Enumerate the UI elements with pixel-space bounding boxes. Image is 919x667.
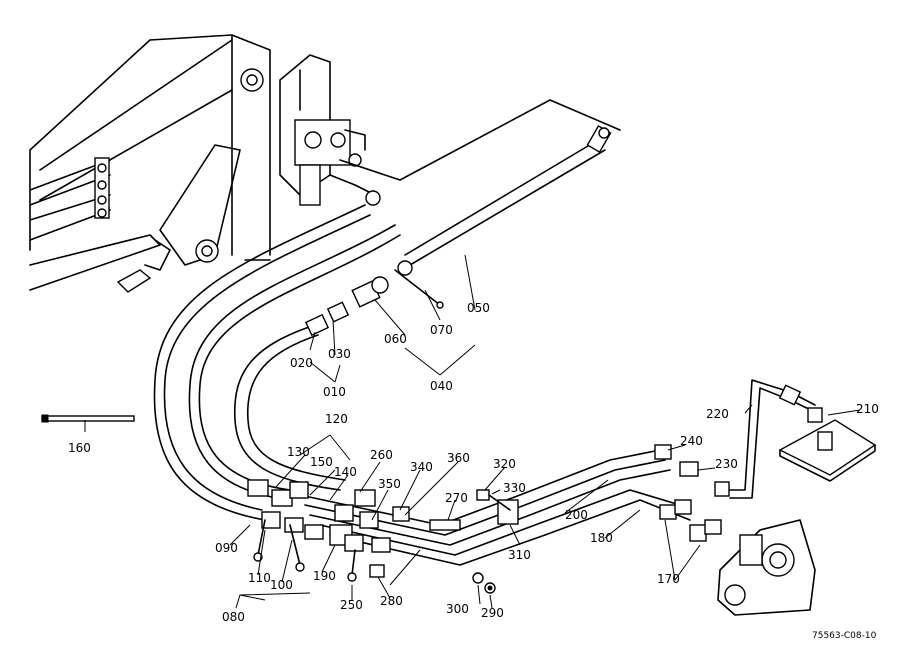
fitting-030 [326, 301, 350, 323]
loader-frame [29, 34, 271, 293]
nut-300 [472, 572, 484, 584]
washer-290 [484, 582, 496, 594]
label-030: 030 [328, 347, 351, 361]
label-340: 340 [410, 460, 433, 474]
label-010: 010 [323, 385, 346, 399]
label-170: 170 [657, 572, 680, 586]
bolt-330 [476, 489, 511, 511]
label-190: 190 [313, 569, 336, 583]
label-260: 260 [370, 448, 393, 462]
label-330: 330 [503, 481, 526, 495]
figure-code: 75563-C08-10 [812, 631, 877, 641]
label-070: 070 [430, 323, 453, 337]
fitting-060 [351, 276, 389, 308]
label-290: 290 [481, 606, 504, 620]
tube-bundle [299, 449, 691, 566]
label-110: 110 [248, 571, 271, 585]
strap-160 [41, 414, 135, 423]
label-050: 050 [467, 301, 490, 315]
label-220: 220 [706, 407, 729, 421]
label-160: 160 [68, 441, 91, 455]
label-080: 080 [222, 610, 245, 624]
label-270: 270 [445, 491, 468, 505]
label-300: 300 [446, 602, 469, 616]
fitting-070 [394, 260, 444, 309]
part-210 [778, 419, 877, 482]
hose-050 [404, 125, 612, 266]
label-180: 180 [590, 531, 613, 545]
hose-080 [188, 224, 401, 501]
label-240: 240 [680, 434, 703, 448]
label-090: 090 [215, 541, 238, 555]
label-210: 210 [856, 402, 879, 416]
callout-labels: 020 030 010 060 070 050 040 160 120 130 … [68, 301, 879, 641]
hose-010 [233, 324, 346, 491]
label-350: 350 [378, 477, 401, 491]
hose-090 [153, 204, 371, 521]
control-valve [279, 54, 621, 206]
label-040: 040 [430, 379, 453, 393]
fitting-cluster [247, 479, 410, 582]
hydraulic-pump [717, 519, 816, 616]
label-250: 250 [340, 598, 363, 612]
label-020: 020 [290, 356, 313, 370]
label-230: 230 [715, 457, 738, 471]
label-280: 280 [380, 594, 403, 608]
label-100: 100 [270, 578, 293, 592]
pipe-220 [719, 379, 823, 499]
fitting-020 [304, 313, 330, 337]
label-360: 360 [447, 451, 470, 465]
label-320: 320 [493, 457, 516, 471]
label-130: 130 [287, 445, 310, 459]
label-310: 310 [508, 548, 531, 562]
label-200: 200 [565, 508, 588, 522]
label-150: 150 [310, 455, 333, 469]
label-120: 120 [325, 412, 348, 426]
label-060: 060 [384, 332, 407, 346]
fittings-230-240 [654, 444, 730, 542]
leader-lines [84, 254, 861, 609]
label-140: 140 [334, 465, 357, 479]
